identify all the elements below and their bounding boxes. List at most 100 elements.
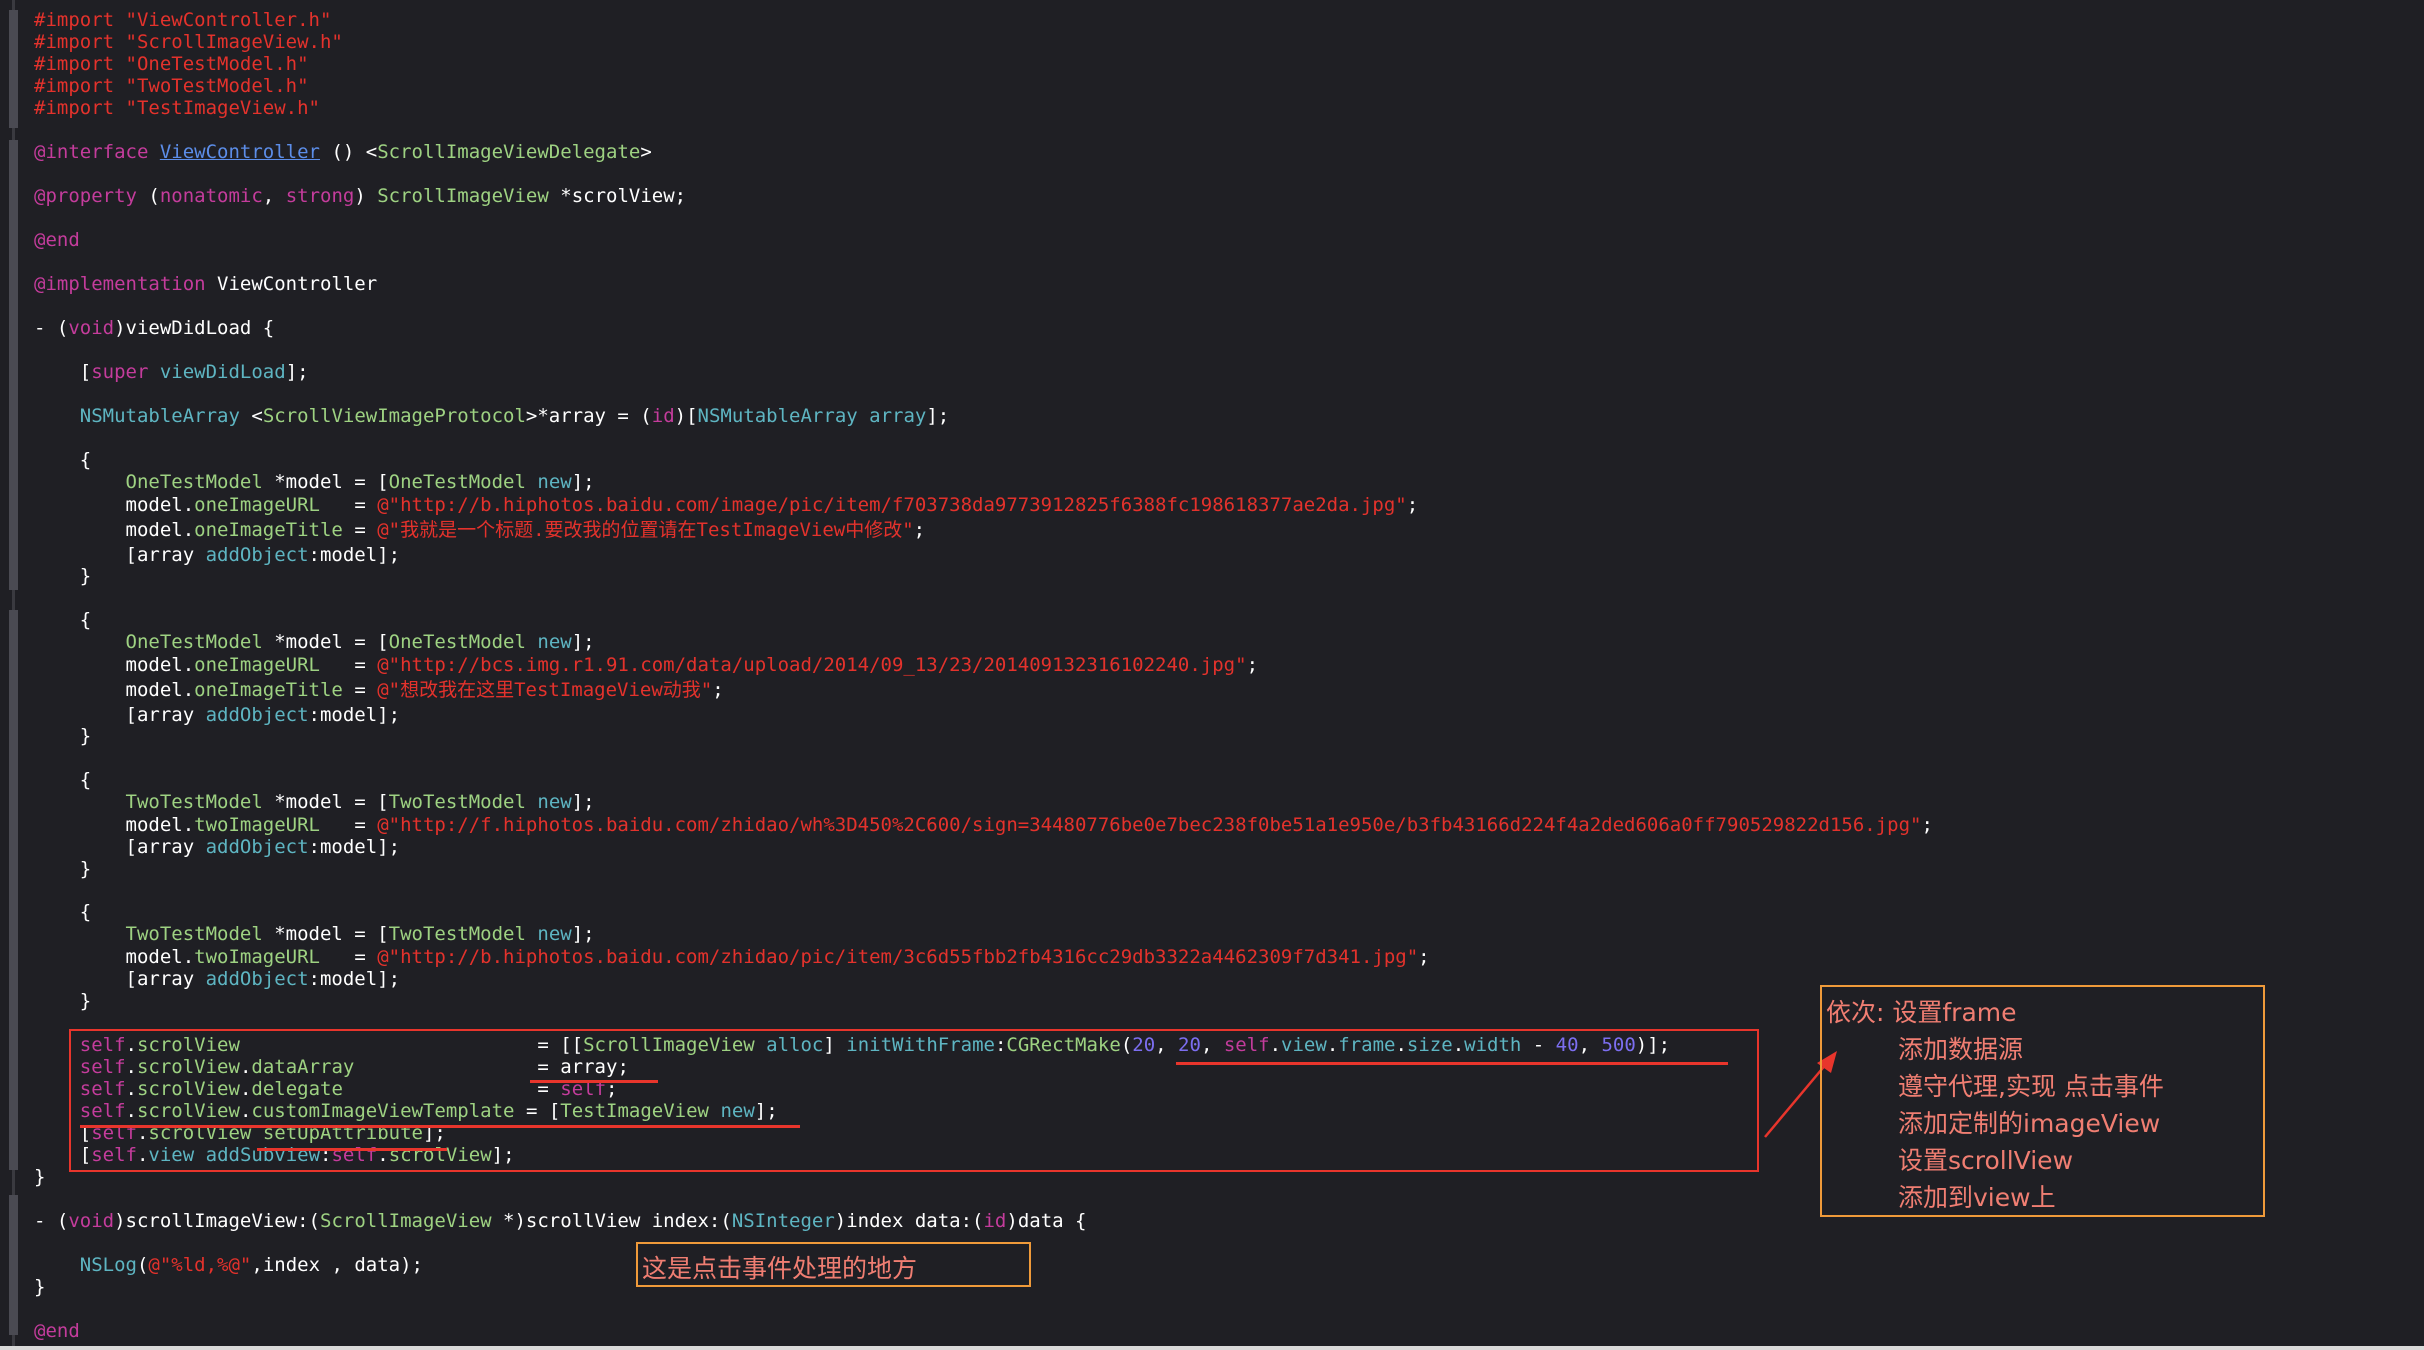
code-line[interactable]: self.scrolView.customImageViewTemplate =… bbox=[34, 1100, 778, 1122]
code-token: )[ bbox=[674, 405, 698, 427]
code-line[interactable]: model.oneImageURL = @"http://bcs.img.r1.… bbox=[34, 654, 1259, 676]
annotation-step-4: 添加定制的imageView bbox=[1898, 1109, 2161, 1138]
code-token: . bbox=[239, 1100, 252, 1122]
code-token: twoImageURL bbox=[194, 946, 320, 968]
code-token: OneTestModel bbox=[388, 631, 526, 653]
code-line[interactable]: [array addObject:model]; bbox=[34, 836, 401, 858]
code-token: } bbox=[34, 858, 92, 880]
code-line[interactable]: @property (nonatomic, strong) ScrollImag… bbox=[34, 185, 686, 207]
code-token: addObject bbox=[205, 836, 309, 858]
code-line[interactable]: } bbox=[34, 1166, 45, 1188]
code-line[interactable]: NSMutableArray <ScrollViewImageProtocol>… bbox=[34, 405, 949, 427]
code-token: id bbox=[983, 1210, 1007, 1232]
code-token: = bbox=[342, 519, 378, 541]
code-token: scrolView bbox=[136, 1078, 240, 1100]
code-line[interactable]: self.scrolView = [[ScrollImageView alloc… bbox=[34, 1034, 1670, 1056]
code-token: = array; bbox=[354, 1056, 629, 1078]
code-token: [ bbox=[34, 361, 92, 383]
code-token: NSInteger bbox=[731, 1210, 835, 1232]
code-line[interactable]: #import "TwoTestModel.h" bbox=[34, 75, 309, 97]
code-line[interactable]: #import "ScrollImageView.h" bbox=[34, 31, 343, 53]
code-line[interactable]: } bbox=[34, 565, 91, 587]
code-line[interactable]: } bbox=[34, 858, 91, 880]
code-token: )scrollImageView:( bbox=[114, 1210, 320, 1232]
code-line[interactable]: model.oneImageTitle = @"我就是一个标题.要改我的位置请在… bbox=[34, 519, 926, 541]
code-token: TwoTestModel bbox=[125, 923, 263, 945]
code-line[interactable]: } bbox=[34, 1276, 45, 1298]
code-token bbox=[34, 631, 126, 653]
code-token: :model]; bbox=[308, 836, 401, 858]
code-line[interactable]: #import "TestImageView.h" bbox=[34, 97, 320, 119]
code-token bbox=[858, 405, 869, 427]
code-line[interactable]: { bbox=[34, 769, 91, 791]
fold-ribbon[interactable] bbox=[9, 10, 18, 128]
code-token: ScrollImageViewDelegate bbox=[377, 141, 641, 163]
code-line[interactable]: #import "ViewController.h" bbox=[34, 9, 331, 31]
code-line[interactable]: [array addObject:model]; bbox=[34, 544, 401, 566]
code-line[interactable]: @end bbox=[34, 229, 80, 251]
code-token: *model = [ bbox=[262, 471, 389, 493]
code-line[interactable]: OneTestModel *model = [OneTestModel new]… bbox=[34, 631, 595, 653]
code-token: NSLog bbox=[79, 1254, 137, 1276]
code-token: self bbox=[1223, 1034, 1270, 1056]
code-token: } bbox=[34, 1276, 46, 1298]
code-token: new bbox=[537, 923, 572, 945]
code-token: ; bbox=[1406, 494, 1419, 516]
code-line[interactable]: #import "OneTestModel.h" bbox=[34, 53, 309, 75]
code-token: ) bbox=[354, 185, 378, 207]
code-token: { bbox=[34, 449, 92, 471]
code-token: ; bbox=[606, 1078, 618, 1100]
annotation-arrow-icon bbox=[1764, 1051, 1837, 1138]
code-token: *)scrollView index:( bbox=[491, 1210, 732, 1232]
code-token: ]; bbox=[571, 471, 595, 493]
code-line[interactable]: model.twoImageURL = @"http://b.hiphotos.… bbox=[34, 946, 1430, 968]
code-line[interactable]: [array addObject:model]; bbox=[34, 704, 401, 726]
code-token: . bbox=[125, 1078, 137, 1100]
code-token bbox=[148, 361, 159, 383]
code-line[interactable]: } bbox=[34, 990, 91, 1012]
code-token: ViewController bbox=[159, 141, 320, 163]
code-token: , bbox=[1155, 1034, 1179, 1056]
code-token bbox=[34, 405, 80, 427]
code-line[interactable]: NSLog(@"%ld,%@",index , data); bbox=[34, 1254, 423, 1276]
code-line[interactable]: } bbox=[34, 725, 91, 747]
code-line[interactable]: - (void)viewDidLoad { bbox=[34, 317, 274, 339]
code-token: @"我就是一个标题.要改我的位置请在TestImageView中修改" bbox=[377, 519, 914, 541]
code-line[interactable]: TwoTestModel *model = [TwoTestModel new]… bbox=[34, 791, 595, 813]
code-token: OneTestModel bbox=[125, 631, 263, 653]
code-token: addObject bbox=[205, 704, 309, 726]
code-token: ; bbox=[1921, 814, 1933, 836]
fold-ribbon[interactable] bbox=[9, 140, 18, 590]
code-token: [array bbox=[34, 544, 206, 566]
code-line[interactable]: model.twoImageURL = @"http://f.hiphotos.… bbox=[34, 814, 1933, 836]
code-line[interactable]: model.oneImageTitle = @"想改我在这里TestImageV… bbox=[34, 679, 724, 701]
code-token: new bbox=[720, 1100, 755, 1122]
code-token: new bbox=[537, 631, 572, 653]
fold-ribbon[interactable] bbox=[9, 610, 18, 1170]
code-token: new bbox=[537, 471, 572, 493]
code-line[interactable]: @end bbox=[34, 1320, 80, 1342]
code-line[interactable]: self.scrolView.delegate = self; bbox=[34, 1078, 618, 1100]
code-line[interactable]: - (void)scrollImageView:(ScrollImageView… bbox=[34, 1210, 1086, 1232]
code-line[interactable]: { bbox=[34, 609, 91, 631]
code-line[interactable]: model.oneImageURL = @"http://b.hiphotos.… bbox=[34, 494, 1419, 516]
code-line[interactable]: { bbox=[34, 449, 91, 471]
code-token: @"%ld,%@" bbox=[148, 1254, 252, 1276]
code-token: . bbox=[125, 1034, 137, 1056]
code-token: addObject bbox=[205, 968, 309, 990]
fold-ribbon[interactable] bbox=[9, 1195, 18, 1335]
code-line[interactable]: self.scrolView.dataArray = array; bbox=[34, 1056, 629, 1078]
code-line[interactable]: @implementation ViewController bbox=[34, 273, 377, 295]
code-token: @end bbox=[34, 1320, 80, 1342]
code-line[interactable]: @interface ViewController () <ScrollImag… bbox=[34, 141, 652, 163]
code-line[interactable]: TwoTestModel *model = [TwoTestModel new]… bbox=[34, 923, 595, 945]
code-token: @interface bbox=[34, 141, 160, 163]
code-line[interactable]: [super viewDidLoad]; bbox=[34, 361, 309, 383]
code-line[interactable]: [array addObject:model]; bbox=[34, 968, 401, 990]
code-line[interactable]: { bbox=[34, 901, 91, 923]
code-token: model. bbox=[34, 494, 195, 516]
code-line[interactable]: OneTestModel *model = [OneTestModel new]… bbox=[34, 471, 595, 493]
code-token: frame bbox=[1338, 1034, 1396, 1056]
code-token: NSMutableArray bbox=[697, 405, 858, 427]
